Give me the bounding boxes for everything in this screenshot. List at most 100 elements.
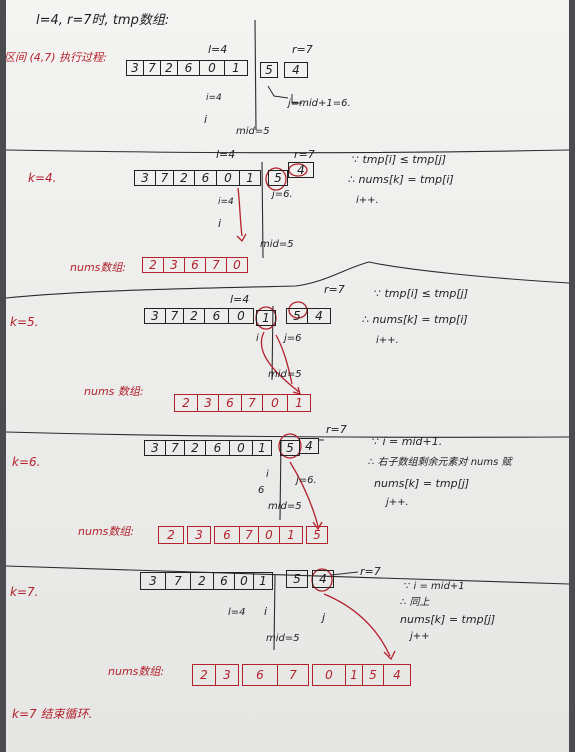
sec4-result-6: 5 (362, 664, 384, 686)
sec1-cell-4: 0 (216, 170, 240, 186)
sec2-result-0: 2 (174, 394, 198, 412)
sec4-result-3: 7 (277, 664, 309, 686)
sec1-cell-2: 2 (173, 170, 195, 186)
notebook-page: l=4, r=7时, tmp数组: 区间 (4,7) 执行过程: l=4 r=7… (6, 0, 569, 752)
sec4-result-0: 2 (192, 664, 216, 686)
sec1-result-0: 2 (142, 257, 164, 273)
sec3-cell-5: 1 (252, 440, 272, 456)
sec4-note-3: nums[k] = tmp[j] (400, 613, 496, 626)
sec4-result-4: 0 (312, 664, 346, 686)
sec0-cell-0: 3 (126, 60, 144, 76)
process-note: 区间 (4,7) 执行过程: (6, 51, 107, 64)
sec1-i-letter: i (218, 217, 222, 230)
sec2-result-5: 1 (287, 394, 311, 412)
sec3-i-letter: 6 (258, 485, 265, 496)
sec1-cell-3: 6 (194, 170, 217, 186)
header-title: l=4, r=7时, tmp数组: (36, 13, 170, 28)
sec2-cell-6: 5 (286, 308, 308, 324)
sec4-result-7: 4 (383, 664, 411, 686)
sec0-cell-5: 1 (224, 60, 248, 76)
sec2-k-label: k=5. (10, 315, 39, 329)
sec2-j-mark: j=6 (284, 333, 302, 344)
sec2-cell-2: 2 (183, 308, 205, 324)
sec2-cell-7: 4 (307, 308, 331, 324)
sec3-j-mark: j=6. (296, 475, 317, 486)
sec3-cell-3: 6 (205, 440, 230, 456)
sec1-k-label: k=4. (28, 171, 57, 185)
sec4-r-label: r=7 (360, 565, 381, 578)
sec4-cell-5: 1 (253, 572, 273, 590)
sec3-cell-2: 2 (184, 440, 206, 456)
sec4-result-5: 1 (345, 664, 363, 686)
sec4-result-2: 6 (242, 664, 278, 686)
sec4-j-mark: j (322, 611, 326, 624)
sec2-result-label: nums 数组: (84, 385, 144, 398)
sec4-cell-1: 7 (165, 572, 191, 590)
sec3-result-5: 1 (279, 526, 303, 544)
sec0-l-label: l=4 (208, 43, 228, 56)
sec1-l-label: l=4 (216, 148, 236, 161)
sec4-cell-7: 4 (312, 570, 334, 588)
sec3-result-4: 0 (258, 526, 280, 544)
sec0-cell-7: 4 (284, 62, 308, 78)
sec4-note-1: ∵ i = mid+1 (404, 581, 465, 592)
sec3-k-label: k=6. (12, 455, 41, 469)
sec4-cell-4: 0 (234, 572, 254, 590)
sec0-i-letter: i (204, 113, 208, 126)
sec1-result-3: 7 (205, 257, 227, 273)
footer-note: k=7 结束循环. (12, 707, 93, 721)
sec3-note-4: j++. (386, 497, 409, 508)
sec3-note-1: ∵ i = mid+1. (372, 435, 443, 448)
sec1-r-label: r=7 (294, 148, 315, 161)
sec2-cell-5: 1 (256, 310, 276, 326)
sec3-result-1: 3 (187, 526, 211, 544)
sec1-cell-0: 3 (134, 170, 156, 186)
sec0-r-label: r=7 (292, 43, 313, 56)
sec1-cell-5: 1 (239, 170, 261, 186)
sec3-result-0: 2 (158, 526, 184, 544)
sec2-note-1: ∵ tmp[i] ≤ tmp[j] (374, 287, 469, 300)
sec4-note-4: j++ (410, 631, 430, 642)
sec4-cell-6: 5 (286, 570, 308, 588)
sec2-result-1: 3 (197, 394, 219, 412)
sec0-i-mark: i=4 (206, 93, 222, 103)
sec1-note-3: i++. (356, 195, 379, 206)
sec2-cell-1: 7 (165, 308, 184, 324)
sec4-i-letter: i (264, 605, 268, 618)
sec0-cell-6: 5 (260, 62, 278, 78)
sec4-result-1: 3 (215, 664, 239, 686)
sec3-i-mark: i (266, 469, 269, 480)
sec4-note-2: ∴ 同上 (400, 597, 430, 608)
sec2-cell-4: 0 (228, 308, 254, 324)
sec3-cell-6: 5 (280, 440, 300, 456)
sec0-cell-1: 7 (143, 60, 161, 76)
sec2-note-2: ∴ nums[k] = tmp[i] (362, 313, 468, 326)
sec3-mid: mid=5 (268, 501, 302, 512)
sec3-cell-7: 4 (299, 438, 319, 454)
sec0-cell-3: 6 (177, 60, 200, 76)
sec2-mid: mid=5 (268, 369, 302, 380)
sec1-result-1: 3 (163, 257, 185, 273)
sec1-result-2: 6 (184, 257, 206, 273)
sec1-cell-6: 5 (268, 170, 288, 186)
sec2-note-3: i++. (376, 335, 399, 346)
sec1-result-4: 0 (226, 257, 248, 273)
sec3-result-6: 5 (306, 526, 328, 544)
sec3-note-3: nums[k] = tmp[j] (374, 477, 470, 490)
sec1-mid: mid=5 (260, 239, 294, 250)
sec2-i-mark: i (256, 333, 259, 344)
sec1-cell-1: 7 (155, 170, 174, 186)
sec3-note-2: ∴ 右子数组剩余元素对 nums 赋 (368, 457, 512, 468)
sec2-cell-0: 3 (144, 308, 166, 324)
sec3-result-2: 6 (214, 526, 240, 544)
sec2-l-label: l=4 (230, 293, 250, 306)
sec4-cell-0: 3 (140, 572, 166, 590)
sec3-cell-0: 3 (144, 440, 166, 456)
sec4-cell-3: 6 (213, 572, 235, 590)
sec2-r-label: r=7 (324, 283, 345, 296)
sec4-result-label: nums数组: (108, 665, 165, 678)
sec3-r-label: r=7 (326, 423, 347, 436)
sec2-cell-3: 6 (204, 308, 229, 324)
sec4-k-label: k=7. (10, 585, 39, 599)
sec2-result-4: 0 (262, 394, 288, 412)
